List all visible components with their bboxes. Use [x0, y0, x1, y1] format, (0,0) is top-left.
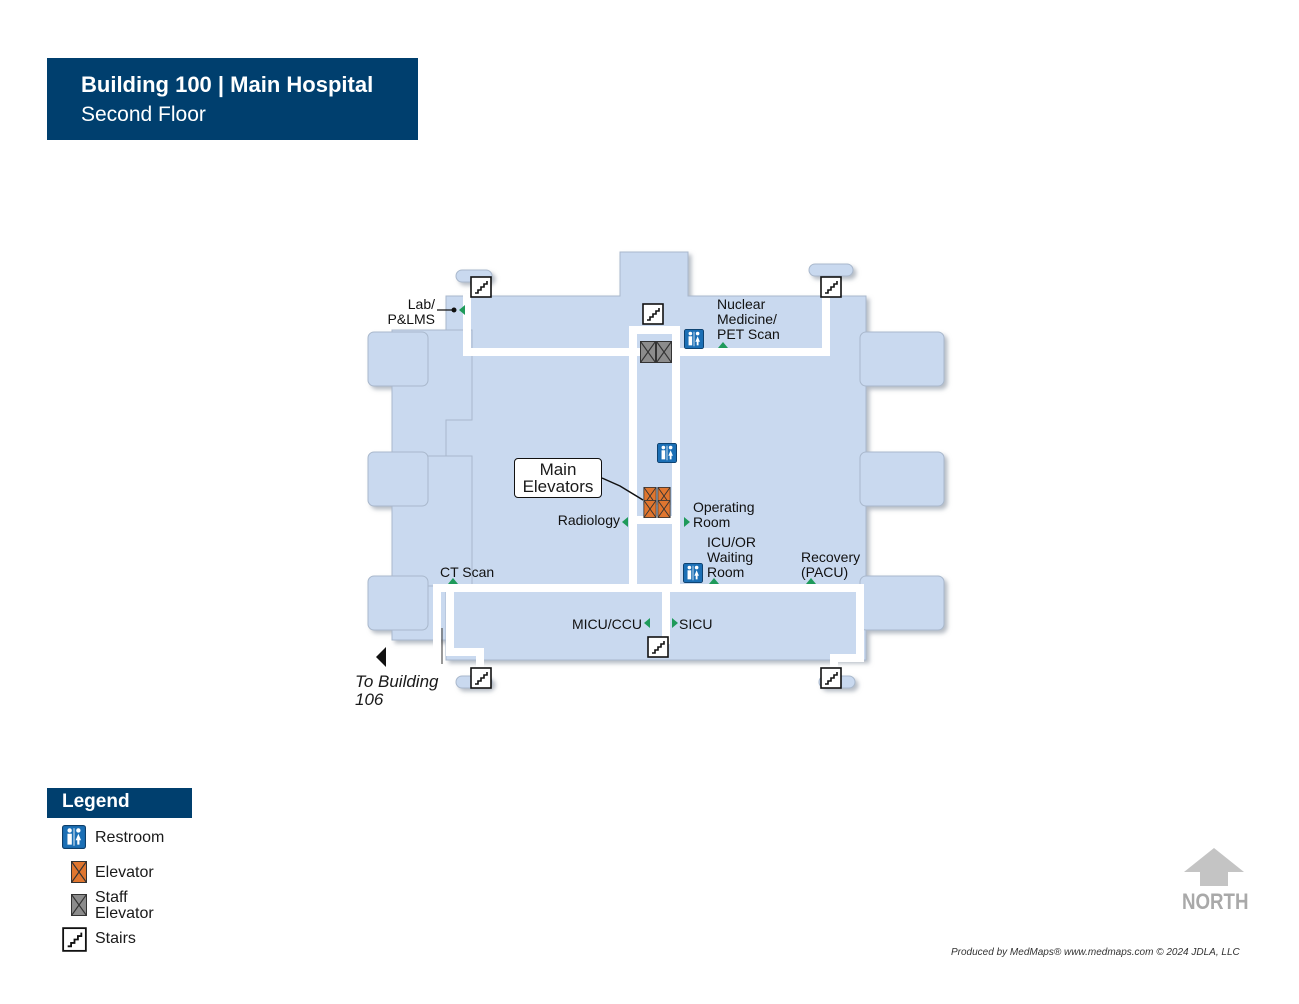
marker-sicu [672, 618, 678, 628]
restroom-icon [683, 563, 703, 583]
stairs-icon [647, 636, 669, 658]
label-recovery-line1: Recovery [801, 549, 861, 565]
label-recovery-line2: (PACU) [801, 564, 849, 580]
legend-elevator-label: Elevator [95, 864, 154, 881]
label-recovery: Recovery (PACU) [801, 550, 860, 580]
marker-radiology [622, 517, 628, 527]
callout-line1: Main [539, 460, 577, 479]
stairs-icon [470, 667, 492, 689]
label-lab-line2: P&LMS [387, 311, 435, 327]
label-operating-room: Operating Room [693, 500, 754, 530]
legend-staff-line1: Staff [95, 889, 128, 906]
arrow-left-icon [376, 647, 386, 667]
to-building-label: To Building 106 [355, 673, 439, 709]
label-icu-line3: Room [707, 564, 745, 580]
to-building-line2: 106 [355, 690, 384, 709]
destination-markers [448, 305, 816, 628]
marker-icu-waiting [709, 578, 719, 584]
label-radiology: Radiology [557, 512, 620, 528]
legend-elevator-icon [71, 861, 87, 883]
staff-elevator-icon [656, 341, 672, 363]
label-nuclear-line2: Medicine/ [717, 311, 777, 327]
label-operating-line1: Operating [693, 499, 755, 515]
legend-staff-line2: Elevator [95, 905, 154, 922]
stairs-icon [820, 667, 842, 689]
restroom-icon [684, 329, 704, 349]
label-micu: MICU/CCU [572, 616, 642, 632]
legend-title: Legend [47, 788, 192, 818]
north-arrow-icon [1184, 848, 1244, 886]
north-label: NORTH [1182, 889, 1249, 914]
marker-ct-scan [448, 578, 458, 584]
legend-restroom-icon [62, 825, 86, 849]
legend-restroom-label: Restroom [95, 829, 165, 846]
marker-micu [644, 618, 650, 628]
legend-stairs-icon [62, 927, 87, 952]
label-nuclear-medicine: Nuclear Medicine/ PET Scan [717, 297, 780, 342]
page-title: Building 100 | Main Hospital [81, 72, 374, 97]
restroom-icon [657, 443, 677, 463]
label-nuclear-line1: Nuclear [717, 296, 766, 312]
stairs-icon [642, 303, 664, 325]
label-lab-line1: Lab/ [407, 296, 435, 312]
main-elevators-callout: Main Elevators [514, 458, 602, 498]
elevator-icon [657, 500, 671, 518]
legend-stairs-label: Stairs [95, 930, 136, 947]
map-title-banner: Building 100 | Main Hospital Second Floo… [47, 58, 418, 140]
legend-staff-elevator-icon [71, 894, 87, 916]
label-icu-line1: ICU/OR [707, 534, 756, 550]
marker-nuclear-medicine [718, 342, 728, 348]
floor-subtitle: Second Floor [81, 103, 206, 126]
elevator-icon [643, 500, 657, 518]
label-sicu: SICU [679, 616, 713, 632]
stairs-icon [470, 276, 492, 298]
label-icu-waiting: ICU/OR Waiting Room [707, 535, 756, 580]
credit-line: Produced by MedMaps® www.medmaps.com © 2… [951, 947, 1240, 958]
label-lab: Lab/ P&LMS [380, 297, 435, 327]
to-building-line1: To Building [355, 672, 439, 691]
marker-lab [459, 305, 465, 315]
staff-elevator-icon [640, 341, 656, 363]
marker-operating-room [684, 517, 690, 527]
label-icu-line2: Waiting [707, 549, 754, 565]
label-nuclear-line3: PET Scan [717, 326, 780, 342]
stairs-icon [820, 276, 842, 298]
legend-staff-elevator-label: Staff Elevator [95, 890, 154, 922]
label-operating-line2: Room [693, 514, 731, 530]
callout-line2: Elevators [522, 477, 594, 496]
marker-recovery [806, 578, 816, 584]
label-ct-scan: CT Scan [440, 564, 495, 580]
